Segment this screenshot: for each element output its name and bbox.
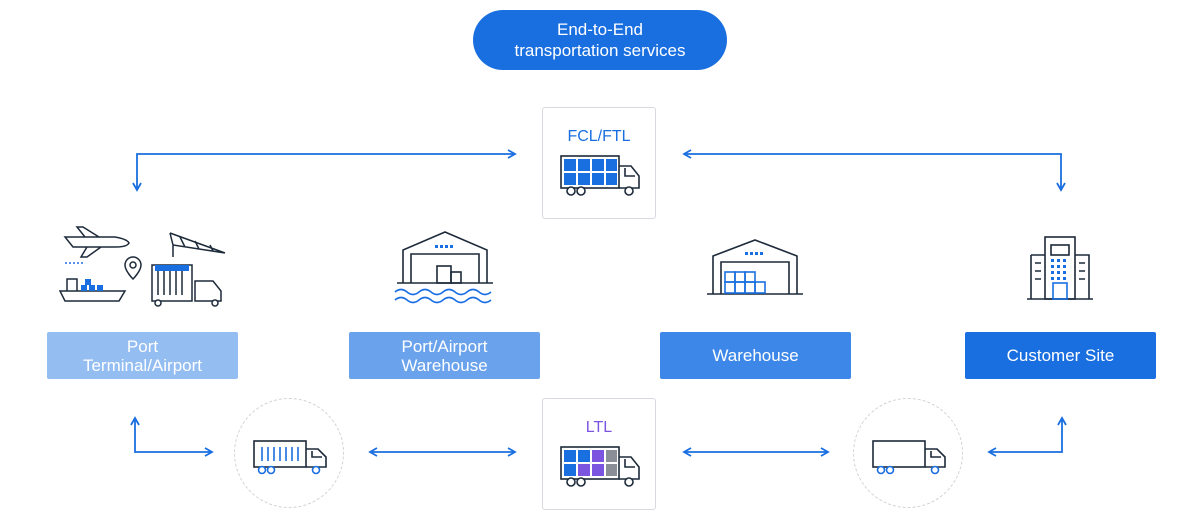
stage-warehouse-label: Warehouse <box>712 346 799 365</box>
ship-icon <box>58 278 127 302</box>
arrow-port-to-truck <box>130 416 214 457</box>
container-truck-icon <box>253 440 327 475</box>
airplane-icon <box>63 226 130 258</box>
delivery-truck-circle <box>853 398 963 508</box>
ltl-label: LTL <box>585 419 613 436</box>
ftl-label: FCL/FTL <box>567 128 631 145</box>
stage-warehouse: Warehouse <box>660 332 851 379</box>
port-terminal-icon <box>58 226 226 307</box>
building-icon <box>1027 236 1093 300</box>
warehouse-icon <box>707 239 803 295</box>
stage-port-line2: Terminal/Airport <box>82 355 203 375</box>
arrow-ftl-left <box>132 149 517 192</box>
arrow-truck-to-customer <box>987 416 1067 457</box>
location-pin-icon <box>124 256 142 281</box>
stage-port-warehouse: Port/Airport Warehouse <box>349 332 540 379</box>
header-line2: transportation services <box>514 41 686 60</box>
arrow-ftl-right <box>682 149 1066 192</box>
port-warehouse-icon <box>394 231 493 304</box>
header-pill: End-to-End transportation services <box>473 10 727 70</box>
stage-port-line1: Port <box>126 336 159 356</box>
ftl-mode-box: FCL/FTL <box>542 107 656 219</box>
ltl-truck-icon <box>560 446 640 487</box>
stage-port-terminal: Port Terminal/Airport <box>47 332 238 379</box>
delivery-truck-icon <box>872 440 946 475</box>
crane-icon <box>169 232 226 257</box>
header-line1: End-to-End <box>557 20 643 39</box>
ltl-mode-box: LTL <box>542 398 656 510</box>
container-truck-circle <box>234 398 344 508</box>
stage-portwh-line1: Port/Airport <box>401 336 488 356</box>
stage-portwh-line2: Warehouse <box>401 355 488 375</box>
stage-customer-site: Customer Site <box>965 332 1156 379</box>
stage-customer-label: Customer Site <box>1006 346 1115 365</box>
ftl-truck-icon <box>560 155 640 196</box>
